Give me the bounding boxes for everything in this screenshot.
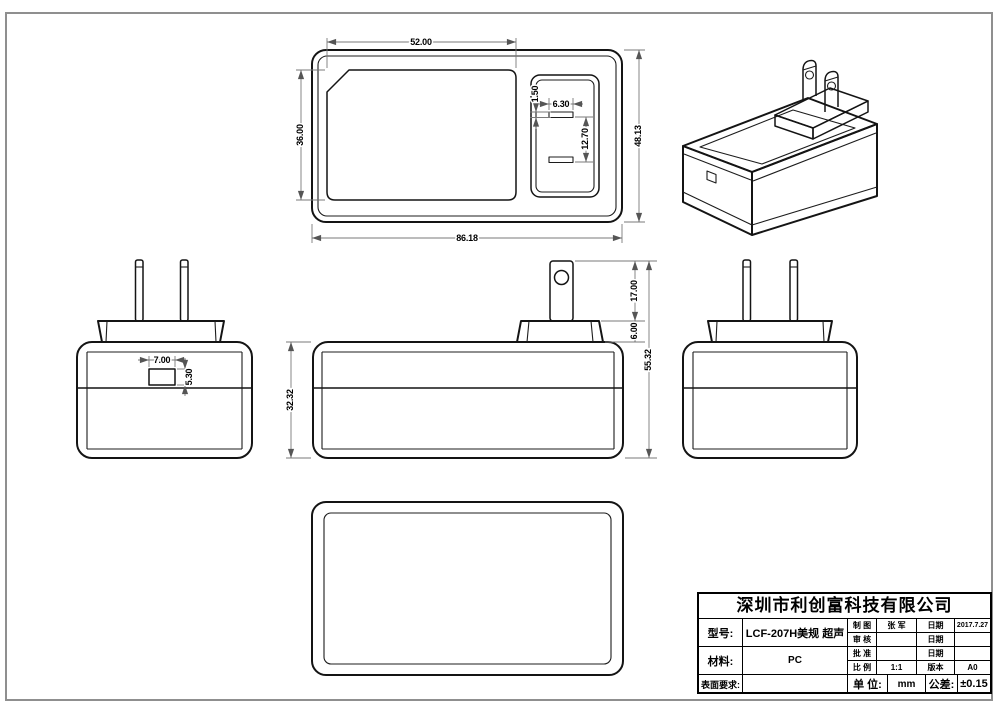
plug-base bbox=[516, 320, 604, 343]
date-label: 日期 bbox=[917, 619, 955, 633]
tolerance-label: 公差: bbox=[926, 675, 958, 693]
checked-value bbox=[877, 633, 917, 647]
dim-port-width: 7.00 bbox=[154, 355, 171, 365]
prong-hole bbox=[553, 269, 570, 286]
prong bbox=[742, 259, 752, 322]
dim-body-height: 32.32 bbox=[285, 389, 295, 411]
prong bbox=[789, 259, 799, 322]
unit-value: mm bbox=[888, 675, 926, 693]
plug-base bbox=[97, 320, 225, 343]
unit-label: 单 位: bbox=[848, 675, 888, 693]
dim-port-height: 5.30 bbox=[184, 368, 194, 385]
approved-label: 批 准 bbox=[848, 647, 877, 661]
prong bbox=[134, 259, 144, 322]
approved-value bbox=[877, 647, 917, 661]
prong bbox=[179, 259, 189, 322]
date-label: 日期 bbox=[917, 647, 955, 661]
usb-port bbox=[148, 368, 176, 386]
pin-slot-bottom bbox=[548, 156, 574, 164]
front-view-right bbox=[682, 259, 858, 459]
dim-total-height: 55.32 bbox=[643, 349, 653, 371]
side-view: 17.00 6.00 55.32 32.32 bbox=[284, 260, 657, 459]
iso-prong-2 bbox=[824, 70, 839, 112]
iso-prong-1 bbox=[802, 59, 817, 101]
date-value-3 bbox=[955, 647, 990, 661]
scale-value: 1:1 bbox=[877, 661, 917, 675]
dim-slot-length: 6.30 bbox=[553, 99, 570, 109]
sheet-border bbox=[5, 12, 993, 701]
front-view-left: 7.00 5.30 bbox=[76, 259, 253, 459]
model-label: 型号: bbox=[699, 619, 743, 647]
dim-label-recess-height: 36.00 bbox=[295, 124, 305, 146]
dim-slot-thickness: 1.50 bbox=[530, 85, 540, 102]
surface-value bbox=[743, 675, 848, 693]
surface-label: 表面要求: bbox=[699, 675, 743, 693]
drawn-label: 制 图 bbox=[848, 619, 877, 633]
dim-overall-height: 48.13 bbox=[633, 125, 643, 147]
title-block-bottom-row: 表面要求: 单 位: mm 公差: ±0.15 bbox=[699, 675, 990, 693]
dim-base-height: 6.00 bbox=[629, 322, 639, 339]
title-block-grid: 型号: LCF-207H美规 超声 制 图 张 军 日期 2017.7.27 审… bbox=[699, 619, 990, 675]
prong-blade bbox=[549, 260, 574, 322]
bottom-view bbox=[311, 501, 624, 676]
label-recess bbox=[326, 69, 517, 201]
date-label: 日期 bbox=[917, 633, 955, 647]
tolerance-value: ±0.15 bbox=[960, 678, 988, 690]
company-name: 深圳市利创富科技有限公司 bbox=[699, 594, 990, 619]
dim-pin-length: 17.00 bbox=[629, 280, 639, 302]
model-value: LCF-207H美规 超声 bbox=[743, 619, 848, 647]
date-value: 2017.7.27 bbox=[955, 619, 990, 633]
dim-slot-spacing: 12.70 bbox=[580, 128, 590, 150]
date-value-2 bbox=[955, 633, 990, 647]
pin-slot-top bbox=[548, 111, 574, 119]
title-block: 深圳市利创富科技有限公司 型号: LCF-207H美规 超声 制 图 张 军 日… bbox=[697, 592, 992, 694]
body bbox=[76, 341, 253, 459]
body bbox=[682, 341, 858, 459]
socket-recess bbox=[530, 74, 600, 198]
material-label: 材料: bbox=[699, 647, 743, 675]
top-view: 52.00 36.00 86.18 48.13 6.30 1.50 bbox=[294, 36, 645, 245]
dim-overall-width: 86.18 bbox=[456, 233, 478, 243]
iso-usb-notch bbox=[706, 170, 717, 184]
drawn-value: 张 军 bbox=[877, 619, 917, 633]
scale-label: 比 例 bbox=[848, 661, 877, 675]
checked-label: 审 核 bbox=[848, 633, 877, 647]
iso-view bbox=[682, 59, 878, 236]
material-value: PC bbox=[743, 647, 848, 675]
version-label: 版本 bbox=[917, 661, 955, 675]
version-value: A0 bbox=[955, 661, 990, 675]
dim-label-recess-width: 52.00 bbox=[410, 37, 432, 47]
body bbox=[312, 341, 624, 459]
plug-base bbox=[707, 320, 833, 343]
